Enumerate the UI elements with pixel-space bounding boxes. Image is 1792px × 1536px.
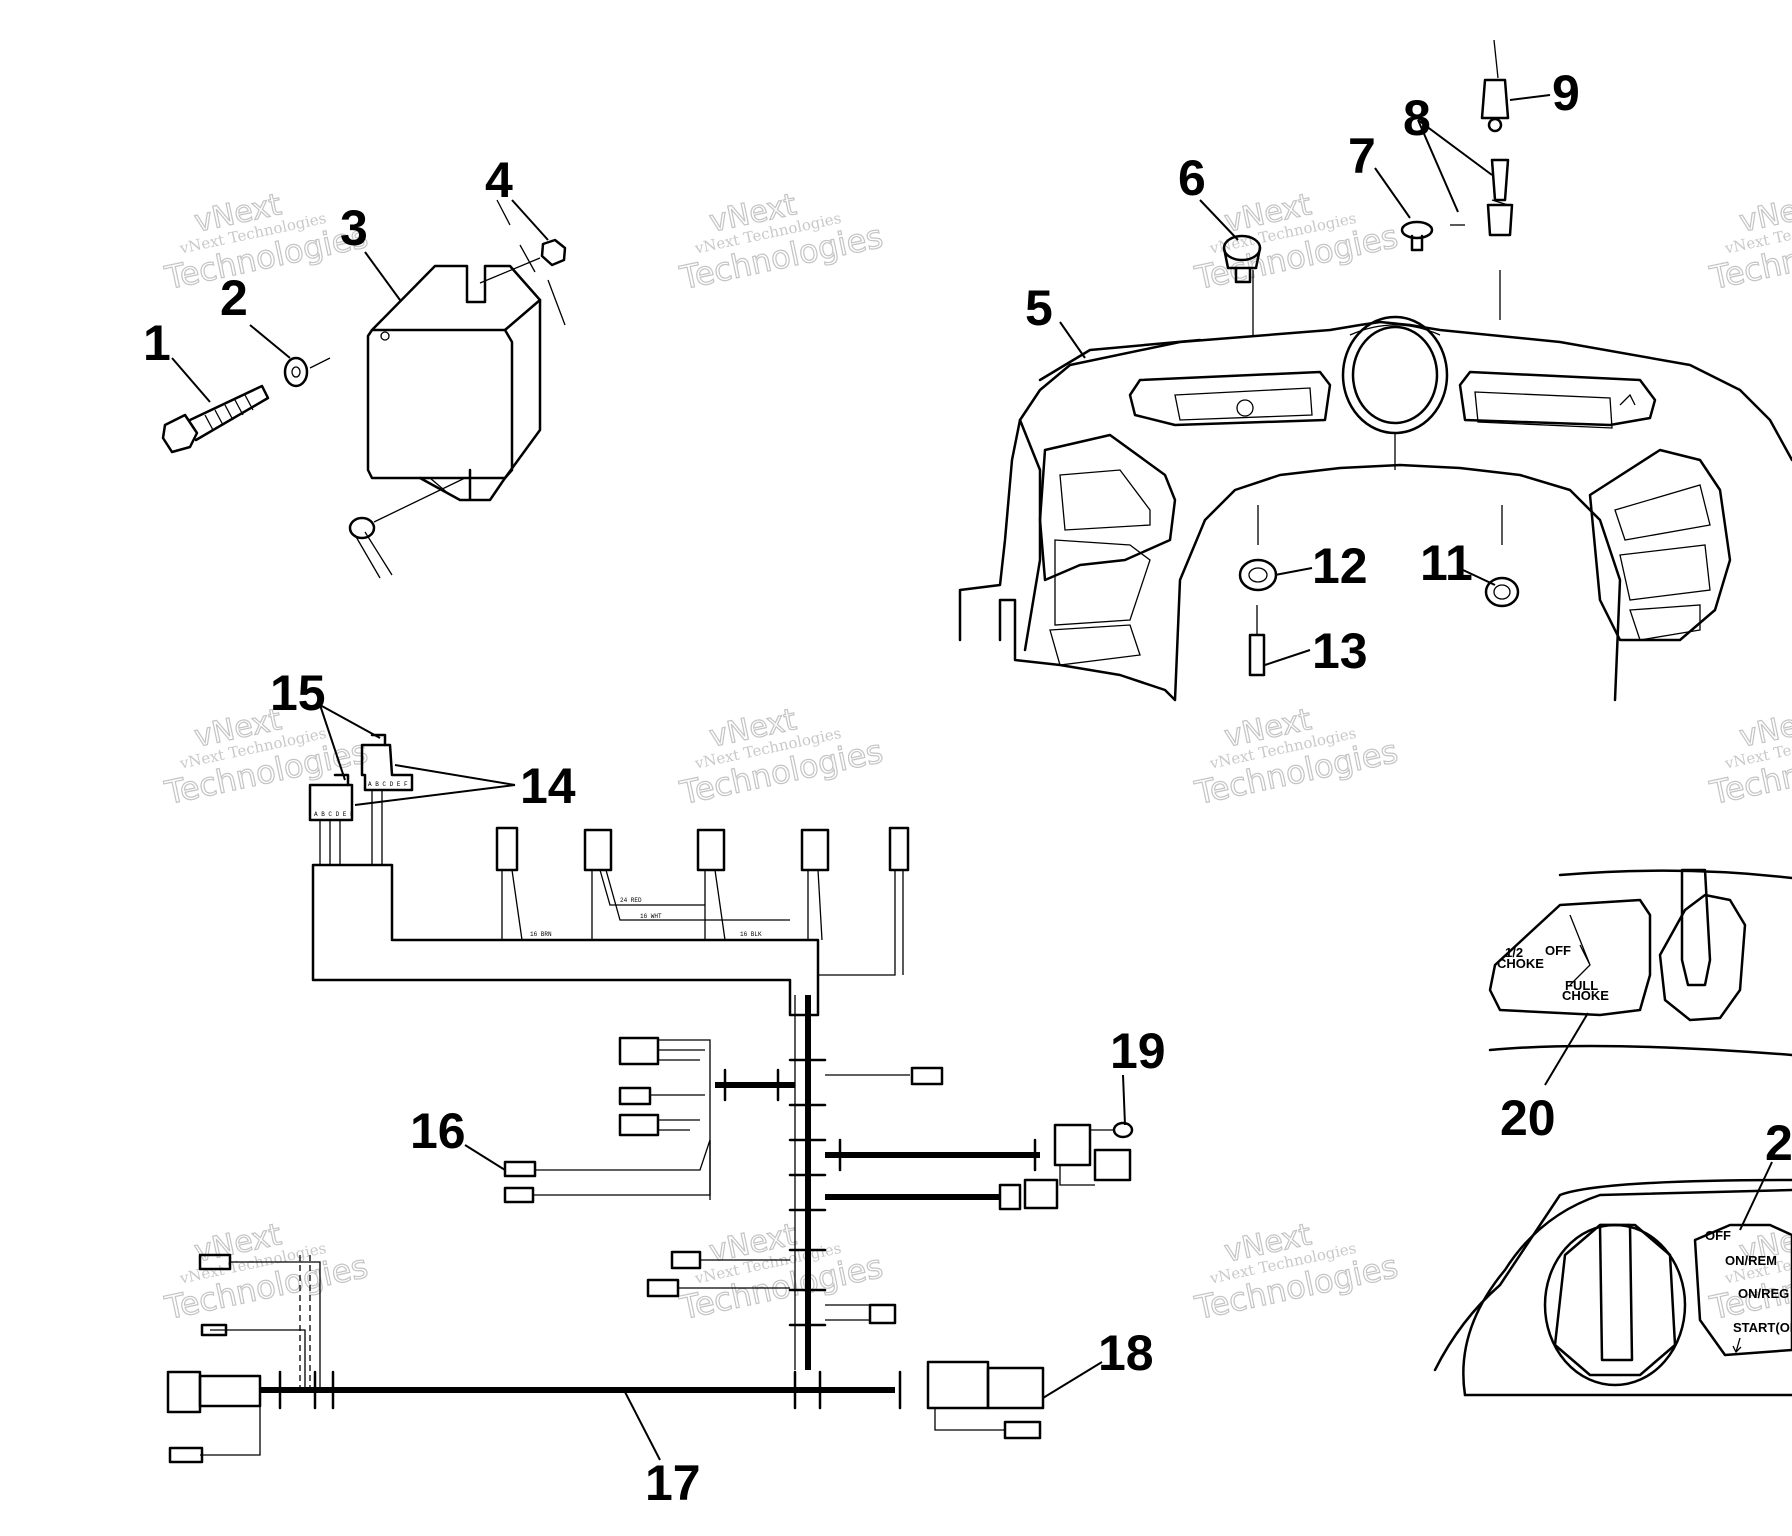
watermark: vNext vNext Technologies Technologies	[1706, 187, 1792, 298]
leader-lines	[171, 94, 1773, 1461]
callout-2: 2	[220, 270, 248, 326]
callout-8: 8	[1403, 90, 1431, 146]
callout-4: 4	[485, 152, 513, 208]
part-nut-left	[1238, 558, 1278, 592]
callout-15: 15	[270, 665, 326, 721]
part-module-box	[366, 264, 542, 502]
part-sender	[1486, 158, 1514, 237]
callout-3: 3	[340, 200, 368, 256]
part-plug	[1400, 220, 1465, 252]
svg-text:24 RED: 24 RED	[620, 897, 642, 904]
part-pin	[1248, 605, 1266, 677]
callout-7: 7	[1348, 128, 1376, 184]
watermark: vNext vNext Technologies Technologies	[1191, 1217, 1402, 1328]
watermark: vNext vNext Technologies Technologies	[1191, 702, 1402, 813]
svg-text:16 BLK: 16 BLK	[740, 931, 762, 938]
watermark: vNext vNext Technologies Technologies	[161, 1217, 372, 1328]
callout-numbers: 1 2 3 4 5 6 7 8 9 11 12 13 14 15 16 17 1…	[143, 65, 1792, 1511]
choke-half-label: 1/2	[1505, 945, 1523, 960]
callout-19: 19	[1110, 1023, 1166, 1079]
callout-1: 1	[143, 315, 171, 371]
watermark: vNext vNext Technologies Technologies	[161, 702, 372, 813]
callout-6: 6	[1178, 150, 1206, 206]
part-nut	[479, 199, 567, 326]
choke-off-label: OFF	[1545, 943, 1571, 958]
callout-18: 18	[1098, 1325, 1154, 1381]
callout-16: 16	[410, 1103, 466, 1159]
part-washer	[283, 356, 309, 388]
key-off-label: OFF	[1705, 1228, 1731, 1243]
watermark: vNext vNext Technologies Technologies	[676, 702, 887, 813]
svg-text:16 WHT: 16 WHT	[640, 913, 662, 920]
full-choke-label-2: CHOKE	[1562, 988, 1609, 1003]
callout-17: 17	[645, 1455, 701, 1511]
connector-pins-bottom: A B C D E F	[314, 811, 354, 818]
key-start-label: START(ON)	[1733, 1320, 1792, 1335]
part-bulb-socket	[1222, 234, 1262, 284]
callout-21: 2	[1765, 1115, 1792, 1171]
part-capacitor	[1480, 39, 1510, 133]
callout-14: 14	[520, 758, 576, 814]
part-choke-panel: OFF 1/2 CHOKE FULL CHOKE	[1488, 868, 1792, 1057]
callout-5: 5	[1025, 280, 1053, 336]
callout-11: 11	[1420, 535, 1473, 591]
callout-12: 12	[1312, 538, 1368, 594]
part-nut-right	[1484, 576, 1520, 608]
watermark: vNext vNext Technologies Technologies	[161, 187, 372, 298]
part-key-switch-panel: OFF ON/REM ON/REG START(ON)	[1433, 1178, 1792, 1397]
watermark: vNext vNext Technologies Technologies	[676, 187, 887, 298]
full-choke-label: FULL	[1565, 978, 1598, 993]
callout-13: 13	[1312, 623, 1368, 679]
choke-label: CHOKE	[1497, 956, 1544, 971]
part-bolt	[161, 384, 270, 454]
part-ground-terminal	[348, 477, 466, 579]
alignment-line	[309, 357, 331, 369]
connector-pins-top: A B C D E F	[368, 781, 408, 788]
wiring-harness: A B C D E F A B C D E F 16 BRN 24 RED 16…	[166, 733, 1134, 1464]
harness-tie-straps	[788, 1058, 827, 1327]
watermark: vNext vNext Technologies Technologies	[1706, 1217, 1792, 1328]
svg-text:16 BRN: 16 BRN	[530, 931, 552, 938]
watermark: vNext vNext Technologies Technologies	[1706, 702, 1792, 813]
key-on-reg-label: ON/REG	[1738, 1286, 1789, 1301]
part-instrument-cluster	[958, 270, 1792, 702]
callout-9: 9	[1552, 65, 1580, 121]
key-on-rem-label: ON/REM	[1725, 1253, 1777, 1268]
callout-20: 20	[1500, 1090, 1556, 1146]
watermark: vNext vNext Technologies Technologies	[1191, 187, 1402, 298]
harness-top-connectors: 16 BRN 24 RED 16 WHT 16 BLK	[495, 826, 910, 976]
